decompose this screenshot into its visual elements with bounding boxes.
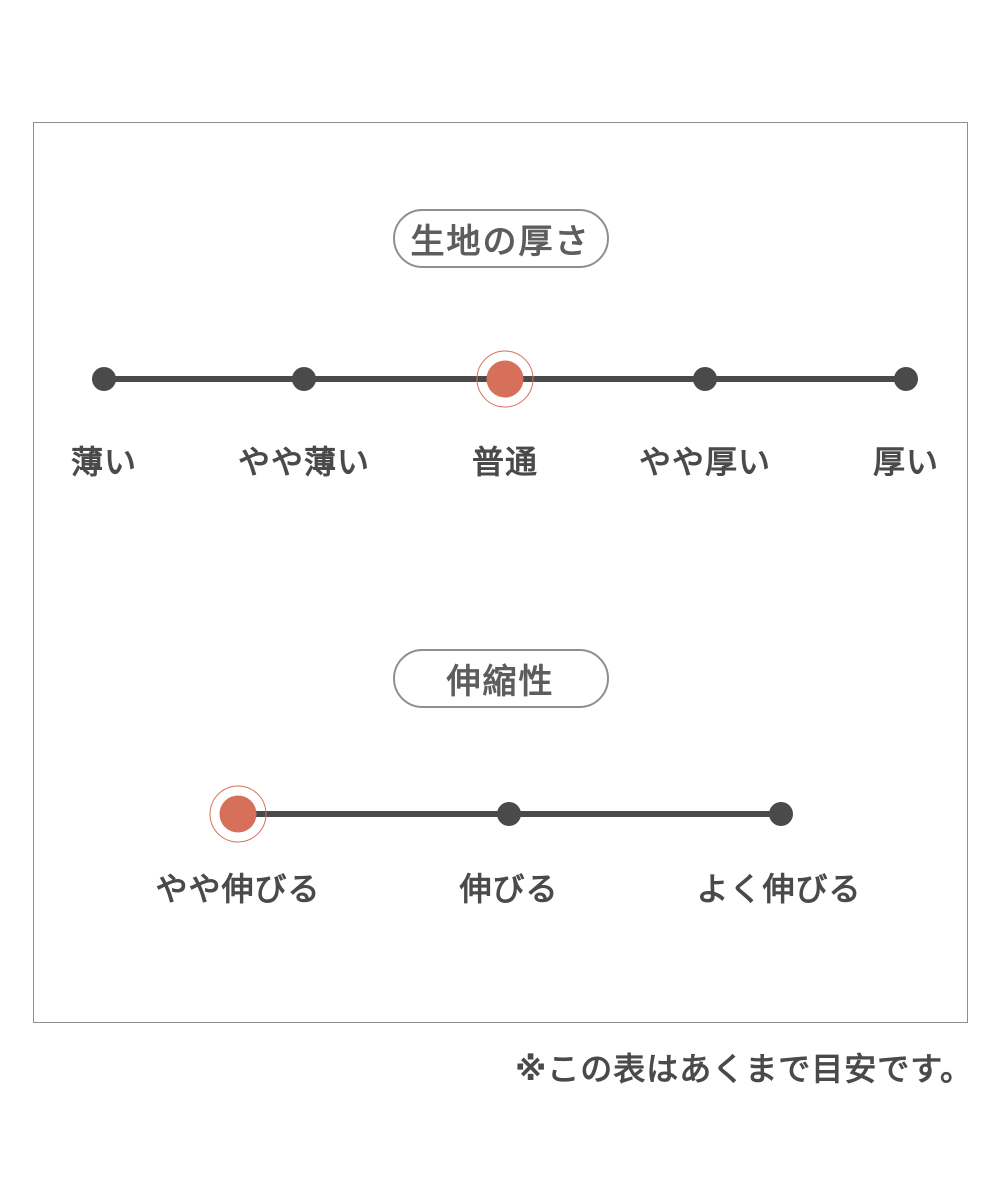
- footnote: ※この表はあくまで目安です。: [515, 1051, 973, 1087]
- selection-ring: [476, 350, 534, 408]
- selection-ring: [209, 785, 267, 843]
- scale-dot: [693, 367, 717, 391]
- scale-dot: [769, 802, 793, 826]
- stretchiness-title: 伸縮性: [446, 663, 555, 701]
- scale-label-selected: やや伸びる: [155, 871, 321, 907]
- scale-dot: [92, 367, 116, 391]
- scale-dot-selected: [486, 360, 524, 398]
- scale-label: 伸びる: [459, 871, 559, 907]
- scale-label: やや薄い: [237, 444, 371, 480]
- scale-dot-selected: [219, 795, 257, 833]
- scale-dot: [497, 802, 521, 826]
- spec-chart-frame: 生地の厚さ 薄い やや薄い 普通 やや厚い 厚い 伸縮性 やや伸びる 伸びる よ…: [33, 122, 968, 1023]
- scale-label-selected: 普通: [471, 444, 539, 480]
- scale-label: やや厚い: [638, 444, 772, 480]
- scale-dot: [894, 367, 918, 391]
- scale-label: よく伸びる: [696, 871, 862, 907]
- fabric-thickness-title: 生地の厚さ: [410, 223, 591, 261]
- stretchiness-title-pill: 伸縮性: [392, 649, 609, 708]
- scale-label: 薄い: [70, 444, 138, 480]
- scale-dot: [292, 367, 316, 391]
- fabric-thickness-title-pill: 生地の厚さ: [392, 209, 609, 268]
- scale-label: 厚い: [872, 444, 940, 480]
